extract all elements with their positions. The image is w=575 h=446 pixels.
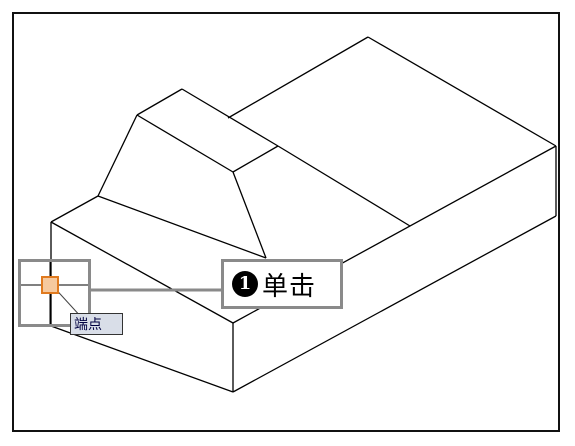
model-edge	[227, 36, 369, 119]
model-edge	[232, 145, 279, 173]
model-edge	[97, 195, 267, 259]
model-edge	[50, 221, 234, 324]
model-edge	[50, 325, 234, 393]
model-edge	[277, 145, 411, 227]
model-edge	[50, 195, 99, 223]
snap-tooltip-label: 端点	[74, 317, 102, 333]
endpoint-snap-icon[interactable]	[41, 276, 59, 294]
model-edge	[136, 114, 234, 173]
step-callout: 1 单击	[221, 259, 343, 309]
callout-label: 单击	[262, 271, 317, 302]
model-edge	[136, 88, 183, 116]
model-edge	[367, 36, 557, 147]
model-edge	[97, 114, 138, 197]
snap-highlight-frame	[18, 259, 91, 327]
snap-tooltip: 端点	[70, 313, 123, 335]
cad-viewport[interactable]	[12, 12, 560, 432]
model-edge	[232, 171, 267, 259]
step-number-badge: 1	[232, 271, 258, 297]
model-edge	[232, 215, 557, 393]
